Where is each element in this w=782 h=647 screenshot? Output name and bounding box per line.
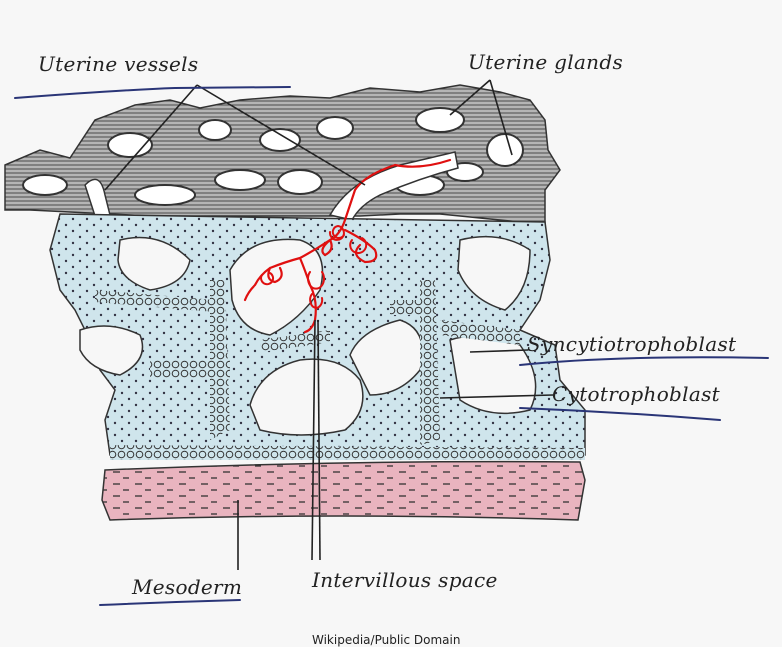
mesoderm-layer bbox=[102, 462, 585, 520]
label-cytotrophoblast: Cytotrophoblast bbox=[552, 382, 720, 406]
label-uterine-vessels: Uterine vessels bbox=[38, 52, 198, 76]
label-uterine-glands: Uterine glands bbox=[468, 50, 623, 74]
image-credit: Wikipedia/Public Domain bbox=[312, 633, 460, 647]
label-mesoderm: Mesoderm bbox=[132, 575, 242, 599]
label-syncytiotrophoblast: Syncytiotrophoblast bbox=[527, 332, 736, 356]
endometrium-layer bbox=[5, 85, 560, 225]
label-intervillous-space: Intervillous space bbox=[312, 568, 498, 592]
